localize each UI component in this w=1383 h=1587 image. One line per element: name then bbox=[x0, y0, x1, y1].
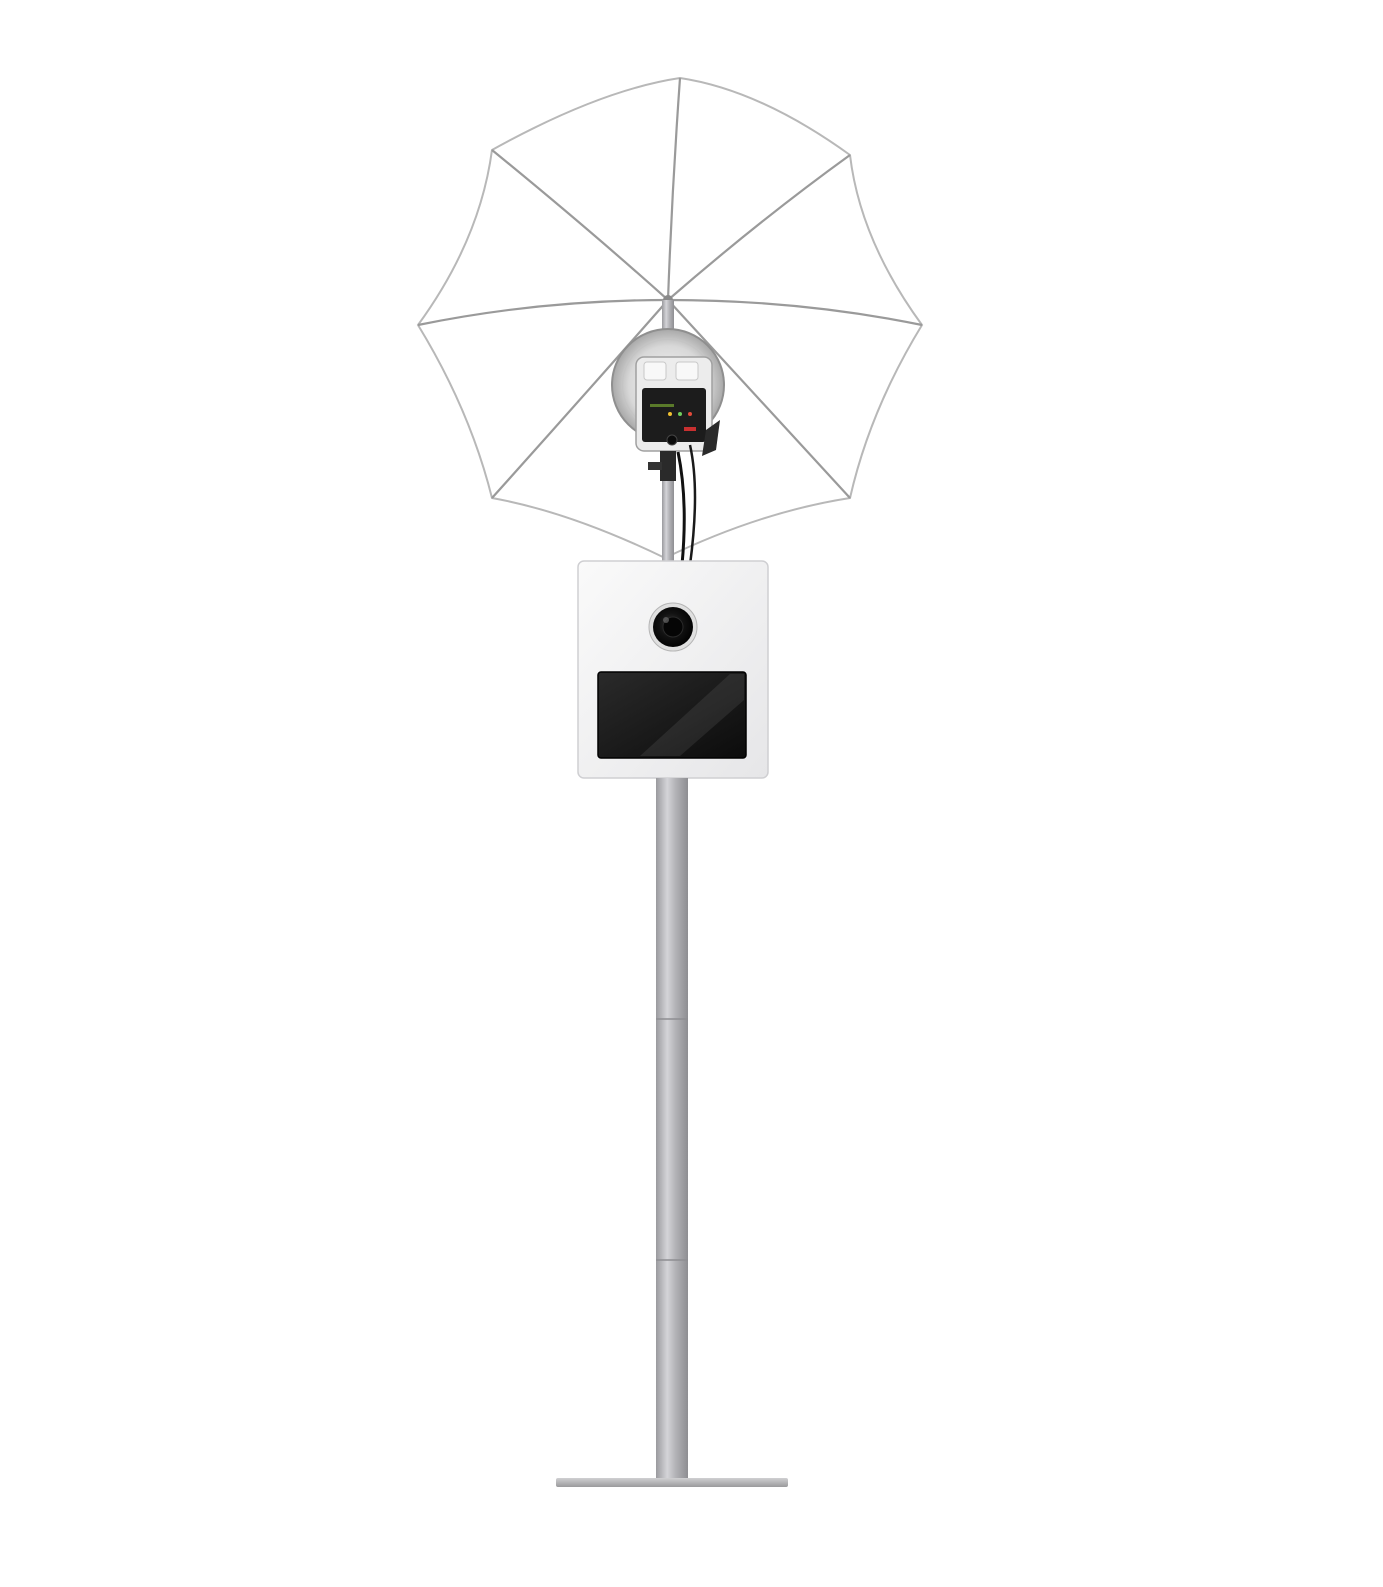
main-pole bbox=[656, 778, 688, 1480]
flash-vent-left bbox=[643, 361, 667, 381]
flash-mount bbox=[660, 451, 676, 481]
power-cable bbox=[676, 451, 686, 566]
screen-glare bbox=[640, 674, 744, 756]
booth-enclosure bbox=[577, 560, 769, 779]
flash-control-panel bbox=[642, 388, 706, 442]
umbrella-ribs bbox=[417, 77, 923, 499]
flash-red-button bbox=[684, 427, 696, 431]
flash-handle bbox=[702, 420, 720, 456]
flash-vent-right bbox=[675, 361, 699, 381]
studio-flash bbox=[611, 328, 725, 481]
sync-cable bbox=[688, 444, 697, 566]
booth-screen bbox=[597, 671, 747, 759]
flash-indicator-icon bbox=[668, 412, 672, 416]
flash-sync-port bbox=[666, 434, 678, 446]
base-plate bbox=[556, 1478, 788, 1487]
